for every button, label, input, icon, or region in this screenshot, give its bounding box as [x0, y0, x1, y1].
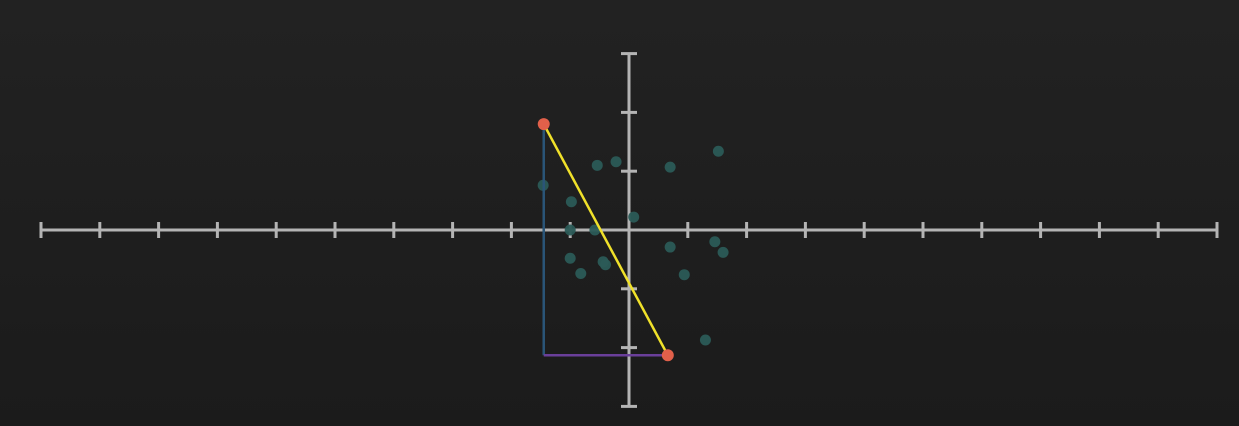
scatter-point: [717, 246, 729, 258]
scatter-point: [699, 334, 711, 346]
scatter-point: [712, 145, 724, 157]
scatter-point: [564, 224, 576, 236]
endpoint-b: [661, 349, 674, 362]
scatter-point: [565, 196, 577, 208]
scatter-point: [564, 252, 576, 264]
scatter-point: [664, 161, 676, 173]
hypotenuse-line: [542, 123, 669, 356]
scatter-point: [678, 269, 690, 281]
scatter-point: [575, 268, 587, 280]
scatter-point: [664, 241, 676, 253]
scatter-point: [589, 224, 601, 236]
scatter-point: [709, 236, 721, 248]
scatter-point: [628, 211, 640, 223]
scatter-point: [591, 159, 603, 171]
endpoint-a: [537, 118, 550, 131]
scatter-point: [610, 156, 622, 168]
scatter-point: [599, 259, 611, 271]
